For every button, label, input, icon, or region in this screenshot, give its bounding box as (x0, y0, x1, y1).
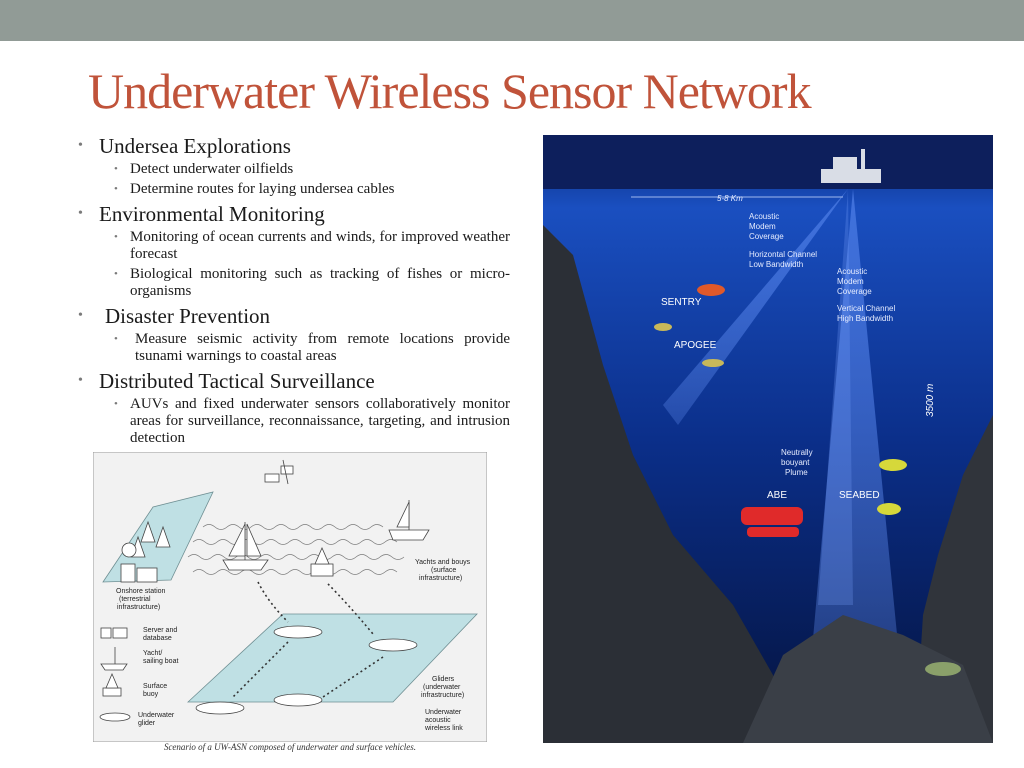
svg-text:ABE: ABE (767, 490, 787, 501)
top-accent-bar (0, 0, 1024, 41)
bullet-distributed-tactical-surveillance: Distributed Tactical Surveillance (78, 369, 510, 393)
svg-text:3500 m: 3500 m (925, 384, 936, 417)
slide-title: Underwater Wireless Sensor Network (88, 63, 812, 119)
bullet-disaster-prevention: Disaster Prevention (78, 304, 510, 328)
sub-bullet: AUVs and fixed underwater sensors collab… (78, 396, 510, 447)
svg-text:SENTRY: SENTRY (661, 297, 702, 308)
sub-bullet: Detect underwater oilfields (78, 161, 510, 178)
svg-text:APOGEE: APOGEE (674, 340, 717, 351)
svg-text:SEABED: SEABED (839, 490, 880, 501)
sub-bullet: Biological monitoring such as tracking o… (78, 266, 510, 300)
bullet-list: Undersea Explorations Detect underwater … (78, 130, 510, 447)
sub-bullet: Measure seismic activity from remote loc… (78, 331, 510, 365)
svg-text:Yacht/sailing boat: Yacht/sailing boat (143, 650, 178, 665)
svg-text:5-8 Km: 5-8 Km (717, 194, 743, 203)
sub-bullet: Monitoring of ocean currents and winds, … (78, 229, 510, 263)
bullet-environmental-monitoring: Environmental Monitoring (78, 202, 510, 226)
diagram-caption: Scenario of a UW-ASN composed of underwa… (163, 742, 417, 752)
sub-bullet: Determine routes for laying undersea cab… (78, 181, 510, 198)
bullet-undersea-explorations: Undersea Explorations (78, 134, 510, 158)
